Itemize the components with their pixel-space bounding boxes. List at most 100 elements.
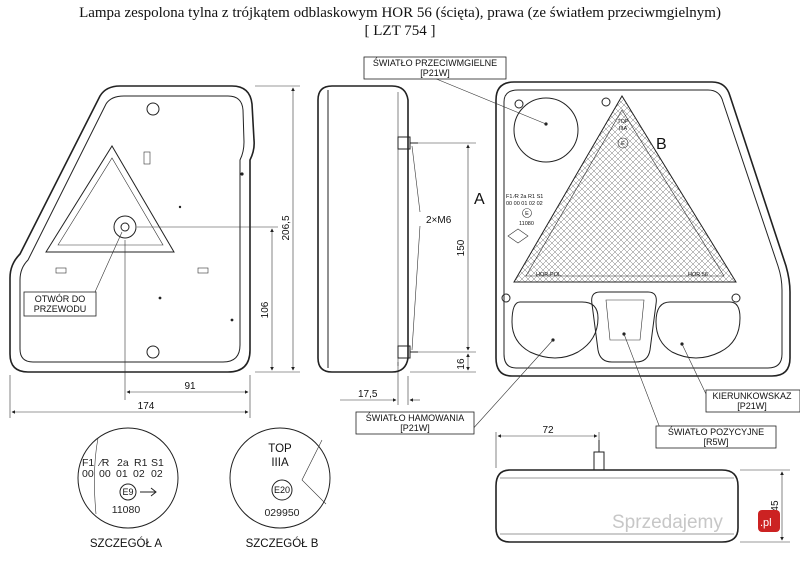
title-line-1: Lampa zespolona tylna z trójkątem odblas… — [79, 5, 721, 21]
stud-label: 2×M6 — [426, 215, 452, 226]
detail-a-code-2-2: 00 — [99, 468, 111, 480]
rear-triangle — [45, 145, 175, 253]
rear-view: OTWÓR DO PRZEWODU 206,5 106 91 174 — [9, 85, 300, 418]
watermark-suffix: .pl — [760, 517, 772, 529]
detail-b-class: IIIA — [271, 457, 289, 469]
front-code-emark — [522, 208, 532, 218]
detail-a-code-1-5: S1 — [151, 457, 164, 469]
rear-dot-2 — [158, 296, 162, 300]
detail-a-number: 11080 — [112, 504, 141, 516]
stud-spacing-value: 150 — [456, 239, 467, 256]
indicator-lens — [655, 301, 741, 359]
title-line-2: [ LZT 754 ] — [364, 23, 436, 39]
stud-bottom-value: 16 — [456, 358, 467, 370]
detail-b-edge — [301, 439, 327, 505]
front-housing-outline — [495, 81, 791, 377]
marker-a: A — [474, 191, 485, 208]
fog-light-bulb: [P21W] — [420, 68, 450, 78]
reflector-right-text: HOR 56 — [688, 272, 708, 278]
front-screw-bl — [501, 293, 511, 303]
front-screw-br — [731, 293, 741, 303]
detail-b-emark — [271, 479, 293, 501]
brake-light-lens — [511, 301, 599, 359]
position-light-bulb: [R5W] — [703, 437, 728, 447]
front-screw-tl — [514, 99, 524, 109]
reflector-emark — [617, 137, 629, 149]
detail-b: TOP IIIA E20 029950 SZCZEGÓŁ B — [229, 427, 331, 550]
fog-light-name: ŚWIATŁO PRZECIWMGIELNE — [373, 57, 497, 68]
detail-b-circle — [229, 427, 331, 529]
rear-slot-2 — [55, 267, 67, 274]
reflector-top-text: TOP — [617, 119, 629, 125]
detail-a-code-2-3: 01 — [116, 468, 128, 480]
detail-a-code-2-5: 02 — [151, 468, 163, 480]
brake-light-leader — [469, 339, 554, 433]
detail-b-emark-text: E20 — [274, 485, 290, 495]
detail-a-arrow-icon — [140, 487, 157, 497]
bottom-height-value: 45 — [770, 500, 781, 512]
detail-b-caption: SZCZEGÓŁ B — [246, 537, 319, 550]
reflex-triangle — [513, 95, 737, 283]
bottom-length-value: 72 — [542, 425, 554, 436]
brake-light-bulb: [P21W] — [400, 423, 430, 433]
reflector-emark-text: E — [621, 141, 625, 147]
detail-a-emark — [119, 483, 137, 501]
bottom-stud — [593, 451, 605, 471]
watermark-text: Sprzedajemy — [612, 512, 723, 533]
detail-a-code-2-4: 02 — [133, 468, 145, 480]
mounting-stud-bottom — [146, 345, 160, 359]
position-light-name: ŚWIATŁO POZYCYJNE — [668, 426, 764, 437]
reflector-class-text: IIIA — [619, 126, 628, 132]
indicator-callout-box — [705, 389, 800, 413]
stud-leader-bottom — [411, 225, 421, 351]
hole-offset-value: 91 — [184, 381, 196, 392]
cable-hole-label-1: OTWÓR DO — [35, 294, 86, 304]
rear-housing-outline — [9, 85, 255, 373]
front-code-row1: F1 ⁄R 2a R1 S1 — [506, 194, 543, 200]
position-light-lens — [591, 291, 657, 363]
detail-a-code-1-2: ⁄R — [97, 457, 110, 469]
front-view: HOR-POL HOR 56 TOP IIIA E F1 ⁄R 2a R1 S1… — [355, 56, 800, 449]
front-code-row2: 00 00 01 02 02 — [506, 201, 543, 207]
side-body — [317, 85, 409, 373]
rear-dot-4 — [178, 205, 182, 209]
bottom-body — [495, 469, 739, 543]
fog-light-callout-box — [363, 56, 507, 80]
position-light-leader — [623, 333, 661, 429]
fog-light-leader — [433, 77, 547, 125]
brake-light-name: ŚWIATŁO HAMOWANIA — [366, 412, 465, 423]
side-view: 2×M6 150 16 17,5 A — [317, 85, 485, 405]
position-light-callout-box — [655, 425, 777, 449]
height-dim-value: 206,5 — [281, 215, 292, 240]
detail-a-caption: SZCZEGÓŁ A — [90, 537, 163, 550]
position-light-inner — [605, 299, 645, 341]
front-screw-tr — [601, 97, 611, 107]
drawing-title: Lampa zespolona tylna z trójkątem odblas… — [0, 4, 800, 40]
detail-b-top: TOP — [268, 443, 292, 455]
watermark: Sprzedajemy .pl — [612, 510, 780, 533]
cable-hole-callout-box — [23, 291, 97, 317]
rear-dot-3 — [230, 318, 234, 322]
width-dim-value: 174 — [138, 401, 155, 412]
indicator-bulb: [P21W] — [737, 401, 767, 411]
front-inner-outline — [503, 89, 783, 369]
reflector-left-text: HOR-POL — [536, 272, 561, 278]
rear-triangle-inner — [57, 157, 164, 246]
brake-light-callout-box — [355, 411, 475, 435]
detail-a-code-2-1: 00 — [82, 468, 94, 480]
detail-a-circle — [77, 427, 179, 529]
watermark-badge — [758, 510, 780, 532]
indicator-leader — [681, 343, 707, 395]
cable-hole-inner — [120, 222, 130, 232]
detail-a-code-1-3: 2a — [117, 457, 129, 469]
stud-offset-value: 17,5 — [358, 389, 378, 400]
detail-a-edge — [94, 437, 99, 515]
cable-hole-outer — [113, 215, 137, 239]
reflex-triangle-inner — [525, 109, 725, 277]
stud-leader-top — [411, 145, 421, 213]
indicator-name: KIERUNKOWSKAZ — [712, 391, 792, 401]
cable-hole-leader — [94, 231, 123, 293]
front-code-number: 11080 — [519, 221, 534, 227]
detail-b-number: 029950 — [264, 507, 299, 519]
